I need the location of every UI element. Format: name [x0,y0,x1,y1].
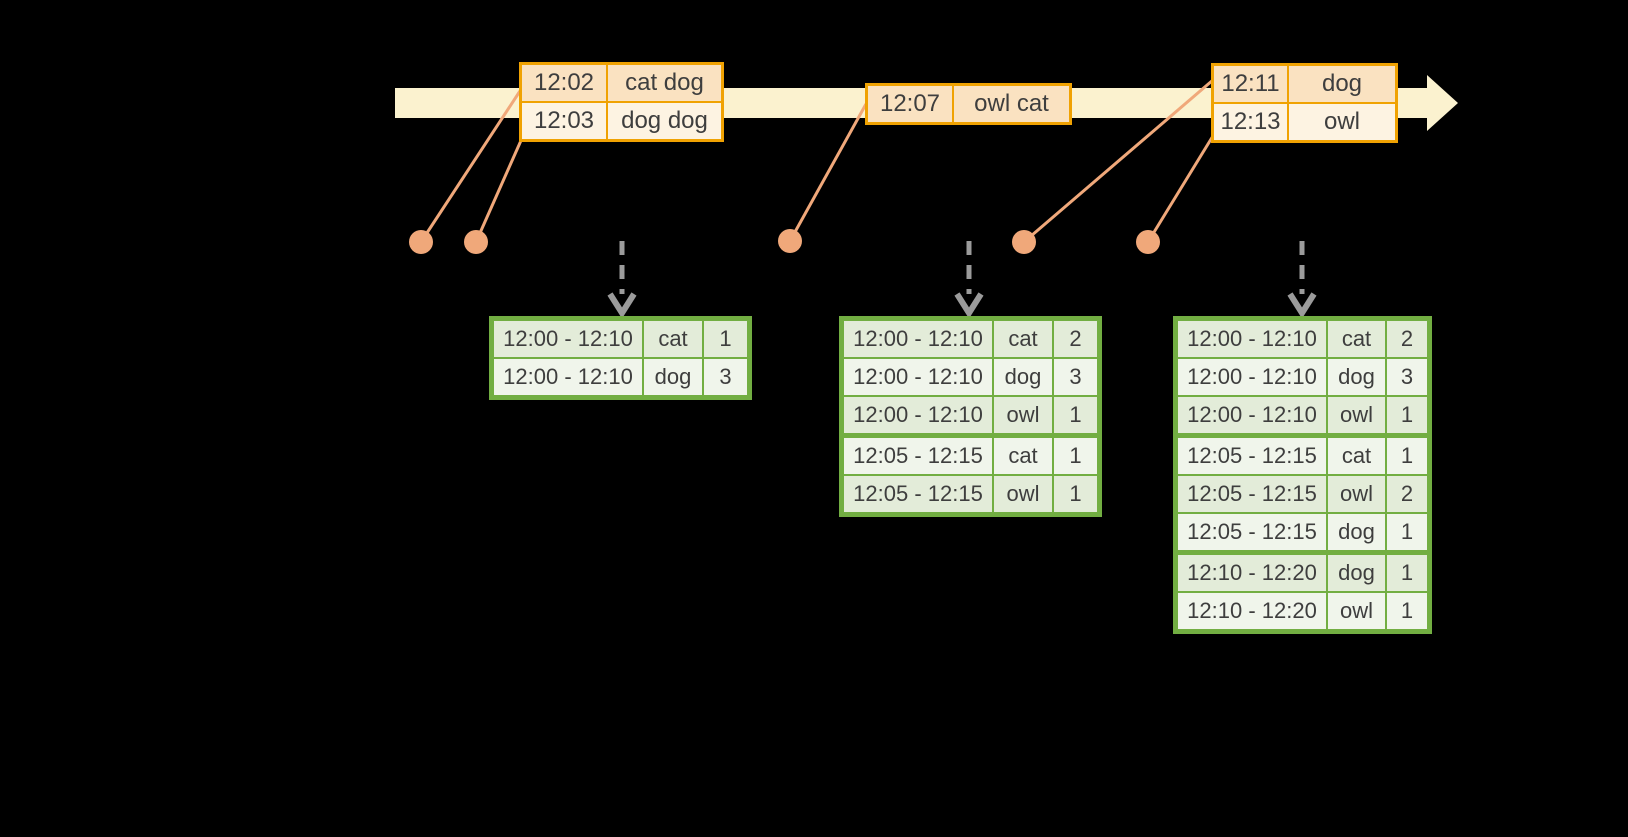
count-cell: 1 [704,321,747,357]
window-cell: 12:05 - 12:15 [1178,476,1326,512]
window-cell: 12:00 - 12:10 [494,359,642,395]
table-row: 12:05 - 12:15 cat 1 [844,438,1097,474]
table-row: 12:11 dog [1214,66,1395,102]
count-cell: 3 [704,359,747,395]
word-cell: dog [1328,359,1385,395]
count-cell: 1 [1387,397,1427,433]
count-cell: 1 [1054,397,1097,433]
event-connector-line [419,90,522,243]
event-connector-line [474,135,525,243]
table-row: 12:05 - 12:15 owl 2 [1178,476,1427,512]
window-cell: 12:10 - 12:20 [1178,593,1326,629]
word-cell: owl [994,397,1052,433]
window-cell: 12:10 - 12:20 [1178,555,1326,591]
word-cell: owl [994,476,1052,512]
result-table: 12:00 - 12:10 cat 2 12:00 - 12:10 dog 3 … [839,316,1102,517]
window-cell: 12:00 - 12:10 [844,359,992,395]
table-row: 12:02 cat dog [522,65,721,101]
trigger-arrowhead-icon [1287,292,1317,319]
count-cell: 1 [1387,555,1427,591]
window-cell: 12:00 - 12:10 [1178,359,1326,395]
event-record-table: 12:02 cat dog 12:03 dog dog [519,62,724,142]
word-cell: cat [994,321,1052,357]
event-record-table: 12:11 dog 12:13 owl [1211,63,1398,143]
trigger-arrowhead-icon [954,292,984,319]
event-record-table: 12:07 owl cat [865,83,1072,125]
table-row: 12:13 owl [1214,104,1395,140]
table-row: 12:05 - 12:15 owl 1 [844,476,1097,512]
word-cell: dog [644,359,702,395]
event-time-cell: 12:07 [868,86,952,122]
table-row: 12:00 - 12:10 cat 2 [844,321,1097,357]
table-row: 12:05 - 12:15 cat 1 [1178,438,1427,474]
count-cell: 1 [1387,593,1427,629]
trigger-arrowhead-icon [607,292,637,319]
word-cell: owl [1328,476,1385,512]
event-words-cell: cat dog [608,65,721,101]
count-cell: 1 [1054,476,1097,512]
count-cell: 2 [1387,476,1427,512]
count-cell: 1 [1387,514,1427,550]
event-connector-lines [419,78,1218,244]
event-words-cell: owl [1289,104,1395,140]
event-time-cell: 12:02 [522,65,606,101]
event-words-cell: dog [1289,66,1395,102]
word-cell: cat [1328,321,1385,357]
event-time-cell: 12:11 [1214,66,1287,102]
word-cell: cat [994,438,1052,474]
table-row: 12:00 - 12:10 owl 1 [1178,397,1427,433]
window-cell: 12:00 - 12:10 [1178,321,1326,357]
table-row: 12:10 - 12:20 owl 1 [1178,593,1427,629]
table-row: 12:03 dog dog [522,103,721,139]
table-row: 12:10 - 12:20 dog 1 [1178,555,1427,591]
trigger-arrows [607,241,1317,319]
word-cell: cat [644,321,702,357]
window-cell: 12:05 - 12:15 [1178,438,1326,474]
result-table: 12:00 - 12:10 cat 2 12:00 - 12:10 dog 3 … [1173,316,1432,634]
timeline-arrowhead-icon [1427,75,1458,131]
window-cell: 12:05 - 12:15 [1178,514,1326,550]
event-connector-line [1146,130,1218,243]
event-marker-dot [1136,230,1160,254]
result-table: 12:00 - 12:10 cat 1 12:00 - 12:10 dog 3 [489,316,752,400]
word-cell: owl [1328,397,1385,433]
word-cell: owl [1328,593,1385,629]
window-cell: 12:00 - 12:10 [494,321,642,357]
table-row: 12:00 - 12:10 dog 3 [844,359,1097,395]
event-words-cell: owl cat [954,86,1069,122]
word-cell: dog [1328,555,1385,591]
table-row: 12:00 - 12:10 cat 2 [1178,321,1427,357]
event-connector-line [788,103,868,242]
table-row: 12:00 - 12:10 dog 3 [494,359,747,395]
event-marker-dot [1012,230,1036,254]
event-time-cell: 12:13 [1214,104,1287,140]
window-cell: 12:00 - 12:10 [1178,397,1326,433]
count-cell: 1 [1387,438,1427,474]
table-row: 12:00 - 12:10 dog 3 [1178,359,1427,395]
window-cell: 12:05 - 12:15 [844,438,992,474]
count-cell: 2 [1054,321,1097,357]
table-row: 12:07 owl cat [868,86,1069,122]
count-cell: 2 [1387,321,1427,357]
word-cell: dog [994,359,1052,395]
event-marker-dots [409,229,1160,254]
table-row: 12:00 - 12:10 cat 1 [494,321,747,357]
event-time-cell: 12:03 [522,103,606,139]
word-cell: dog [1328,514,1385,550]
word-cell: cat [1328,438,1385,474]
count-cell: 3 [1054,359,1097,395]
window-cell: 12:05 - 12:15 [844,476,992,512]
window-cell: 12:00 - 12:10 [844,321,992,357]
event-words-cell: dog dog [608,103,721,139]
event-connector-line [1023,78,1214,244]
event-marker-dot [778,229,802,253]
count-cell: 3 [1387,359,1427,395]
table-row: 12:00 - 12:10 owl 1 [844,397,1097,433]
count-cell: 1 [1054,438,1097,474]
event-marker-dot [409,230,433,254]
table-row: 12:05 - 12:15 dog 1 [1178,514,1427,550]
event-marker-dot [464,230,488,254]
window-cell: 12:00 - 12:10 [844,397,992,433]
